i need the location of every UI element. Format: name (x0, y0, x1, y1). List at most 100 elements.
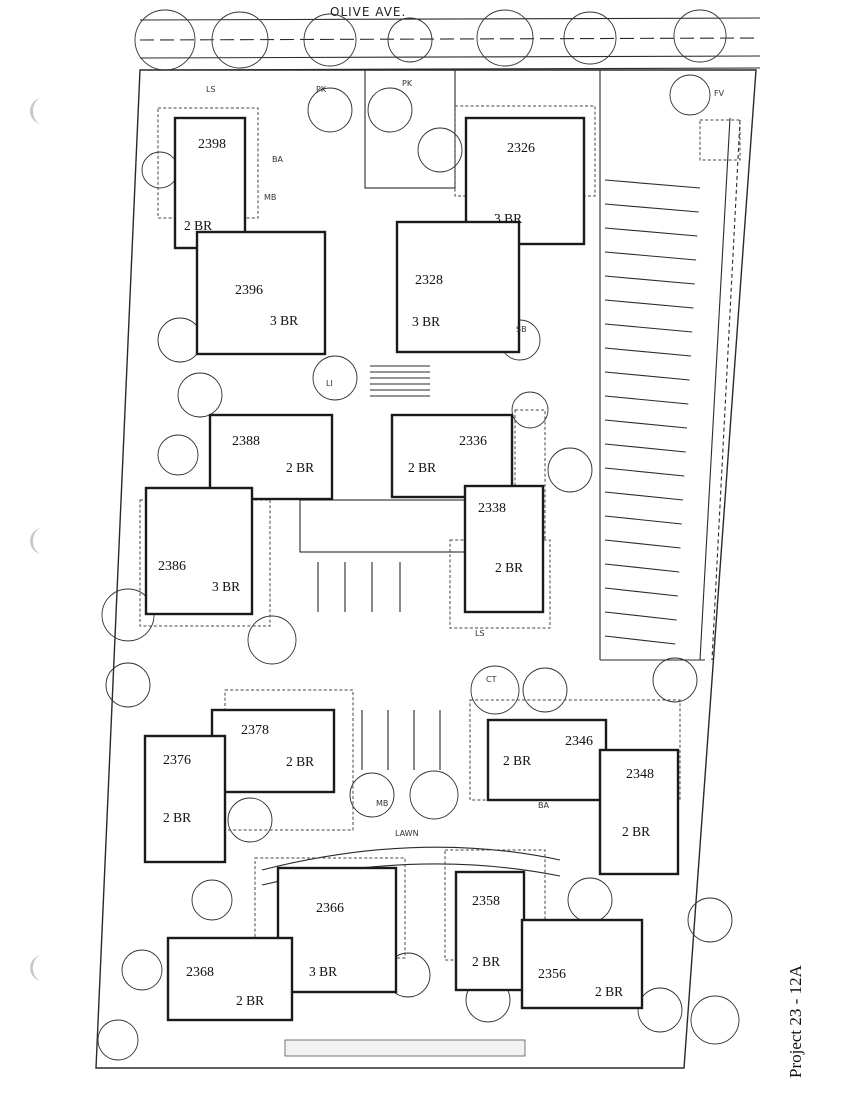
unit-bedrooms: 3 BR (309, 964, 337, 979)
tree-icon (511, 391, 549, 429)
tree-icon (652, 657, 698, 703)
parking-stall-line (604, 491, 684, 501)
building-2356 (520, 918, 644, 1010)
building-2346 (486, 718, 608, 802)
tree-icon (247, 615, 297, 665)
lawn-label: LAWN (395, 829, 419, 838)
stairs (370, 365, 430, 397)
tree-icon (141, 151, 179, 189)
unit-bedrooms: 2 BR (622, 824, 650, 839)
tree-icon (157, 317, 203, 363)
unit-number: 2368 (186, 965, 214, 980)
parking-stall-line (604, 251, 697, 261)
unit-number: 2386 (158, 559, 186, 574)
unit-labels: 2398 2 BR 2396 3 BR 2326 3 BR 2328 3 BR … (158, 137, 654, 1008)
tree-icon (134, 9, 196, 71)
unit-bedrooms: 2 BR (236, 993, 264, 1008)
annotation: MB (264, 193, 276, 202)
parking-stall-line (604, 539, 681, 549)
tree-icon (307, 87, 353, 133)
tree-icon (227, 797, 273, 843)
tree-icon (687, 897, 733, 943)
building-2396 (195, 230, 327, 356)
street: OLIVE AVE. (139, 5, 761, 71)
building-2386 (144, 486, 254, 616)
annotation: PK (402, 79, 413, 88)
tree-icon (211, 11, 269, 69)
unit-number: 2326 (507, 141, 535, 156)
parking-stall-line (604, 635, 676, 645)
parking-stall-line (604, 179, 701, 189)
unit-number: 2348 (626, 767, 654, 782)
annotation: LS (475, 629, 485, 638)
buildings (143, 116, 680, 1022)
building-2378 (210, 708, 336, 794)
unit-bedrooms: 2 BR (286, 754, 314, 769)
parking-stall-line (604, 611, 677, 621)
tree-icon (637, 987, 683, 1033)
bottom-hatch-strip (284, 1039, 526, 1057)
parking-stall-line (604, 467, 685, 477)
parking-area (599, 70, 741, 661)
parking-stall-line (604, 227, 698, 237)
walkways (261, 69, 561, 886)
annotation: SB (516, 325, 527, 334)
parking-stall-line (604, 347, 691, 357)
binder-hole-bottom (30, 955, 55, 981)
tree-icon (157, 434, 199, 476)
tree-icon (673, 9, 727, 63)
tree-icon (367, 87, 413, 133)
unit-bedrooms: 2 BR (495, 560, 523, 575)
parking-stall-line (604, 419, 688, 429)
tree-icon (303, 13, 357, 67)
tree-icon (177, 372, 223, 418)
unit-number: 2388 (232, 434, 260, 449)
tree-icon (121, 949, 163, 991)
building-2366 (276, 866, 398, 994)
unit-bedrooms: 2 BR (503, 753, 531, 768)
annotation: LS (206, 85, 216, 94)
annotations: LS PK BA MB LI CT SB FV PK LS BA MB LAWN (206, 79, 725, 838)
annotation: PK (316, 85, 327, 94)
tree-icon (312, 355, 358, 401)
building-2398 (173, 116, 247, 250)
tree-icon (409, 770, 459, 820)
tree-icon (387, 17, 433, 63)
tree-icon (522, 667, 568, 713)
unit-number: 2358 (472, 894, 500, 909)
annotation: FV (714, 89, 725, 98)
tree-icon (563, 11, 617, 65)
tree-icon (547, 447, 593, 493)
tree-icon (97, 1019, 139, 1061)
parking-stall-line (604, 395, 689, 405)
unit-number: 2378 (241, 723, 269, 738)
building-2348 (598, 748, 680, 876)
unit-bedrooms: 2 BR (163, 810, 191, 825)
unit-bedrooms: 2 BR (472, 954, 500, 969)
parking-stall-line (604, 275, 695, 285)
binder-hole-top (30, 98, 55, 124)
building-2358 (454, 870, 526, 992)
annotation: MB (376, 799, 388, 808)
building-2336 (390, 413, 514, 499)
tree-icon (349, 772, 395, 818)
parking-stall-line (604, 515, 682, 525)
binder-hole-middle (30, 528, 55, 554)
parking-stall-line (604, 563, 680, 573)
parking-stalls (604, 179, 701, 645)
building-2328 (395, 220, 521, 354)
unit-bedrooms: 2 BR (408, 460, 436, 475)
building-2376 (143, 734, 227, 864)
unit-number: 2356 (538, 967, 566, 982)
parking-stall-line (604, 587, 678, 597)
unit-number: 2346 (565, 734, 593, 749)
unit-number: 2398 (198, 137, 226, 152)
tree-icon (417, 127, 463, 173)
annotation: LI (326, 379, 333, 388)
annotation: BA (538, 801, 549, 810)
tree-icon (191, 879, 233, 921)
unit-number: 2338 (478, 501, 506, 516)
drive-stripes (317, 562, 441, 770)
unit-bedrooms: 3 BR (270, 313, 298, 328)
